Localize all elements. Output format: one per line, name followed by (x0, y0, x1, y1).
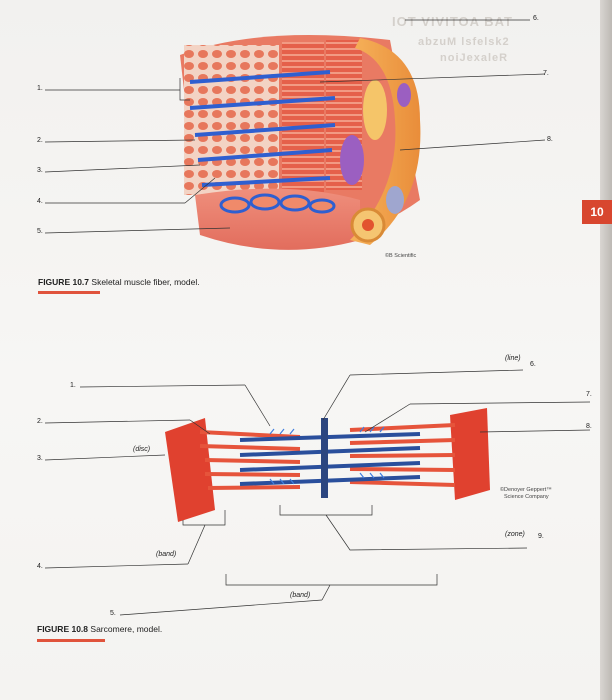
fig108-label-2: 2. (37, 418, 43, 425)
fig107-credit: ©B Scientific (385, 253, 417, 259)
myofibril-striations (282, 42, 324, 192)
fig108-caption-rule (37, 639, 105, 642)
chapter-tab: 10 (582, 200, 612, 224)
fig108-disc-label: (disc) (133, 446, 151, 453)
fig107-label-2: 2. (37, 137, 43, 144)
bleed-through-subheading-2: noiJexaleR (440, 52, 509, 64)
fig107-number: FIGURE 10.7 (38, 277, 90, 287)
fig108-label-1: 1. (70, 382, 76, 389)
thick-filaments (239, 432, 421, 486)
bleed-through-heading: IOT VIVITOA BAT (392, 14, 513, 29)
fig108-label-6: 6. (530, 361, 536, 368)
z-disc-right (450, 408, 490, 500)
fig107-label-3: 3. (37, 167, 43, 174)
fig108-label-5: 5. (110, 610, 116, 617)
fig108-band-label-bottom: (band) (290, 592, 311, 599)
fig108-label-9: 9. (538, 533, 544, 540)
fig108-title: Sarcomere, model. (90, 624, 163, 634)
myosin-heads (269, 426, 385, 485)
fig107-label-5: 5. (37, 228, 43, 235)
page-edge (600, 0, 612, 700)
nucleus (340, 135, 364, 185)
fig107-label-1: 1. (37, 85, 43, 92)
fig107-title: Skeletal muscle fiber, model. (91, 277, 200, 287)
fig108-credit-line-2: Science Company (504, 494, 549, 500)
fig107-label-4: 4. (37, 198, 43, 205)
thin-filaments (199, 423, 456, 490)
fig108-label-4: 4. (37, 563, 43, 570)
t-tubules (189, 70, 336, 187)
figure-10-8-leader-lines (44, 369, 591, 616)
bleed-through-subheading: abzuM lsfelsk2 (418, 36, 510, 48)
z-disc-left (165, 418, 215, 522)
fig107-caption-rule (38, 291, 100, 294)
fig107-caption: FIGURE 10.7 Skeletal muscle fiber, model… (38, 277, 200, 287)
sarcoplasmic-reticulum-mesh (184, 45, 279, 195)
fig108-label-8: 8. (586, 423, 592, 430)
fig107-label-7: 7. (543, 70, 549, 77)
fig107-label-8: 8. (547, 136, 553, 143)
fig108-band-label-left: (band) (156, 551, 177, 558)
sarcomere-model (165, 408, 490, 522)
fig108-zone-label: (zone) (505, 531, 525, 538)
fig108-label-7: 7. (586, 391, 592, 398)
figure-10-7-leader-lines (44, 19, 546, 234)
muscle-fiber-model (180, 35, 421, 250)
fig107-label-6: 6. (533, 15, 539, 22)
fig108-caption: FIGURE 10.8 Sarcomere, model. (37, 624, 162, 634)
fig108-credit-line-1: ©Denoyer Geppert™ (500, 487, 552, 493)
fig108-credit: ©Denoyer Geppert™ Science Company (500, 487, 552, 501)
fig108-line-label: (line) (505, 355, 521, 362)
fig108-number: FIGURE 10.8 (37, 624, 89, 634)
fig108-label-3: 3. (37, 455, 43, 462)
m-line (321, 418, 328, 498)
